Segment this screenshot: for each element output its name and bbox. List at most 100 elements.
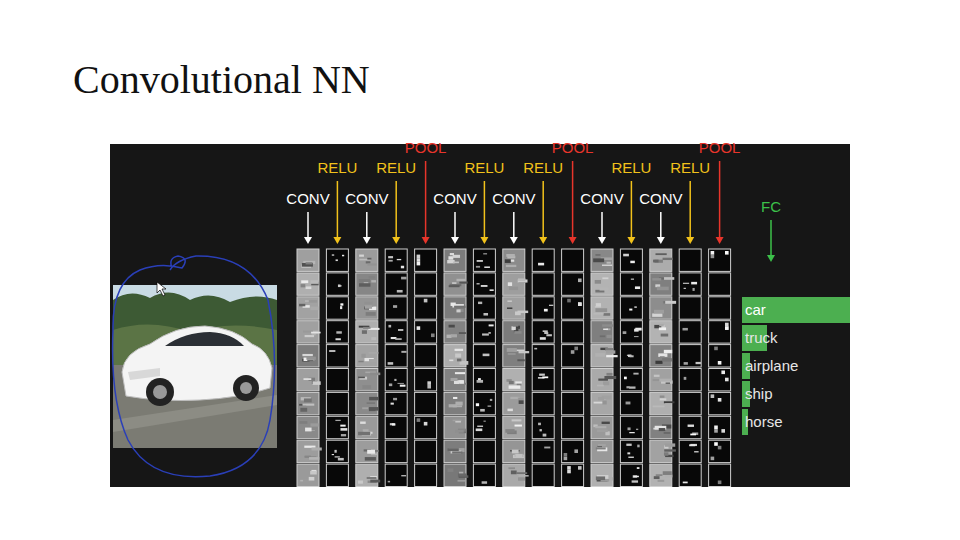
feature-texture — [509, 381, 514, 384]
arrow-head — [767, 255, 775, 262]
feature-map-cell — [709, 321, 731, 343]
feature-map-cell — [356, 345, 378, 367]
layer-arrow — [689, 181, 691, 238]
arrow-head — [539, 237, 547, 244]
feature-map-cell — [503, 273, 525, 295]
feature-texture — [366, 312, 376, 316]
feature-texture — [359, 283, 370, 287]
feature-map-cell — [326, 392, 348, 414]
activation-speck — [483, 253, 487, 254]
feature-map-cell — [385, 345, 407, 367]
feature-map-cell — [444, 369, 466, 391]
feature-map-cell — [562, 345, 584, 367]
activation-speck — [397, 290, 403, 293]
activation-speck — [689, 444, 695, 446]
feature-map-cell — [326, 464, 348, 486]
feature-texture — [448, 468, 454, 472]
feature-map-cell — [415, 297, 437, 319]
activation-speck — [401, 266, 404, 269]
feature-map-cell — [297, 273, 319, 295]
activation-speck — [483, 313, 488, 316]
activation-speck — [544, 309, 548, 312]
feature-texture — [312, 448, 322, 451]
activation-speck — [539, 374, 545, 376]
feature-texture — [301, 280, 308, 283]
feature-map-cell — [326, 273, 348, 295]
pooled-block — [424, 422, 428, 426]
feature-texture — [310, 307, 318, 311]
feature-texture — [455, 372, 465, 374]
feature-texture — [507, 409, 512, 412]
activation-speck — [401, 277, 406, 280]
feature-texture — [305, 428, 312, 432]
feature-map-cell — [620, 345, 642, 367]
arrow-head — [392, 237, 400, 244]
feature-map-cell — [650, 464, 672, 486]
feature-map-cell — [679, 345, 701, 367]
activation-speck — [390, 423, 395, 425]
feature-map-cell — [473, 416, 495, 438]
feature-texture — [460, 361, 469, 365]
feature-map-cell — [591, 369, 613, 391]
pooled-block — [567, 466, 571, 470]
feature-map-cell — [415, 416, 437, 438]
activation-speck — [490, 289, 494, 291]
feature-map-cell — [415, 249, 437, 271]
feature-map-cell — [503, 249, 525, 271]
feature-texture — [451, 334, 457, 337]
activation-speck — [624, 377, 627, 380]
feature-texture — [302, 263, 313, 267]
pooled-block — [711, 457, 715, 461]
activation-speck — [388, 362, 394, 365]
pooled-block — [578, 302, 582, 306]
feature-texture — [358, 481, 363, 484]
layer-label: RELU — [464, 159, 504, 177]
feature-map-cell — [356, 392, 378, 414]
feature-texture — [365, 305, 372, 309]
feature-map-cell — [650, 321, 672, 343]
activation-speck — [637, 467, 640, 469]
layer-label: CONV — [433, 190, 476, 208]
feature-texture — [453, 420, 462, 422]
feature-texture — [606, 373, 612, 376]
feature-texture — [602, 324, 613, 326]
pooled-block — [427, 381, 431, 385]
feature-texture — [363, 429, 369, 431]
feature-texture — [306, 286, 312, 289]
feature-texture — [459, 380, 464, 384]
feature-texture — [519, 475, 529, 477]
activation-speck — [478, 302, 482, 304]
feature-texture — [309, 300, 317, 303]
feature-map-cell — [709, 369, 731, 391]
feature-texture — [599, 287, 609, 291]
feature-texture — [663, 471, 672, 475]
feature-texture — [302, 404, 314, 406]
feature-map-cell — [620, 297, 642, 319]
feature-map-cell — [709, 440, 731, 462]
activation-speck — [340, 306, 342, 309]
activation-speck — [332, 454, 334, 455]
pooled-block — [725, 323, 729, 327]
pooled-block — [725, 326, 729, 330]
feature-map-cell — [532, 416, 554, 438]
activation-speck — [401, 475, 406, 476]
feature-map-cell — [679, 440, 701, 462]
pooled-block — [564, 457, 568, 461]
feature-map-cell — [679, 249, 701, 271]
activation-speck — [623, 331, 627, 334]
feature-map-cell — [620, 273, 642, 295]
arrow-head — [569, 237, 577, 244]
feature-texture — [367, 258, 371, 260]
feature-map-cell — [591, 464, 613, 486]
layer-label: RELU — [317, 159, 357, 177]
feature-map-cell — [503, 440, 525, 462]
feature-map-cell — [503, 297, 525, 319]
feature-map-cell — [473, 464, 495, 486]
feature-texture — [658, 480, 665, 482]
activation-speck — [684, 362, 688, 365]
feature-map-cell — [562, 297, 584, 319]
feature-map-cell — [326, 249, 348, 271]
activation-speck — [476, 266, 480, 268]
feature-texture — [654, 310, 664, 314]
pooled-block — [711, 255, 715, 259]
